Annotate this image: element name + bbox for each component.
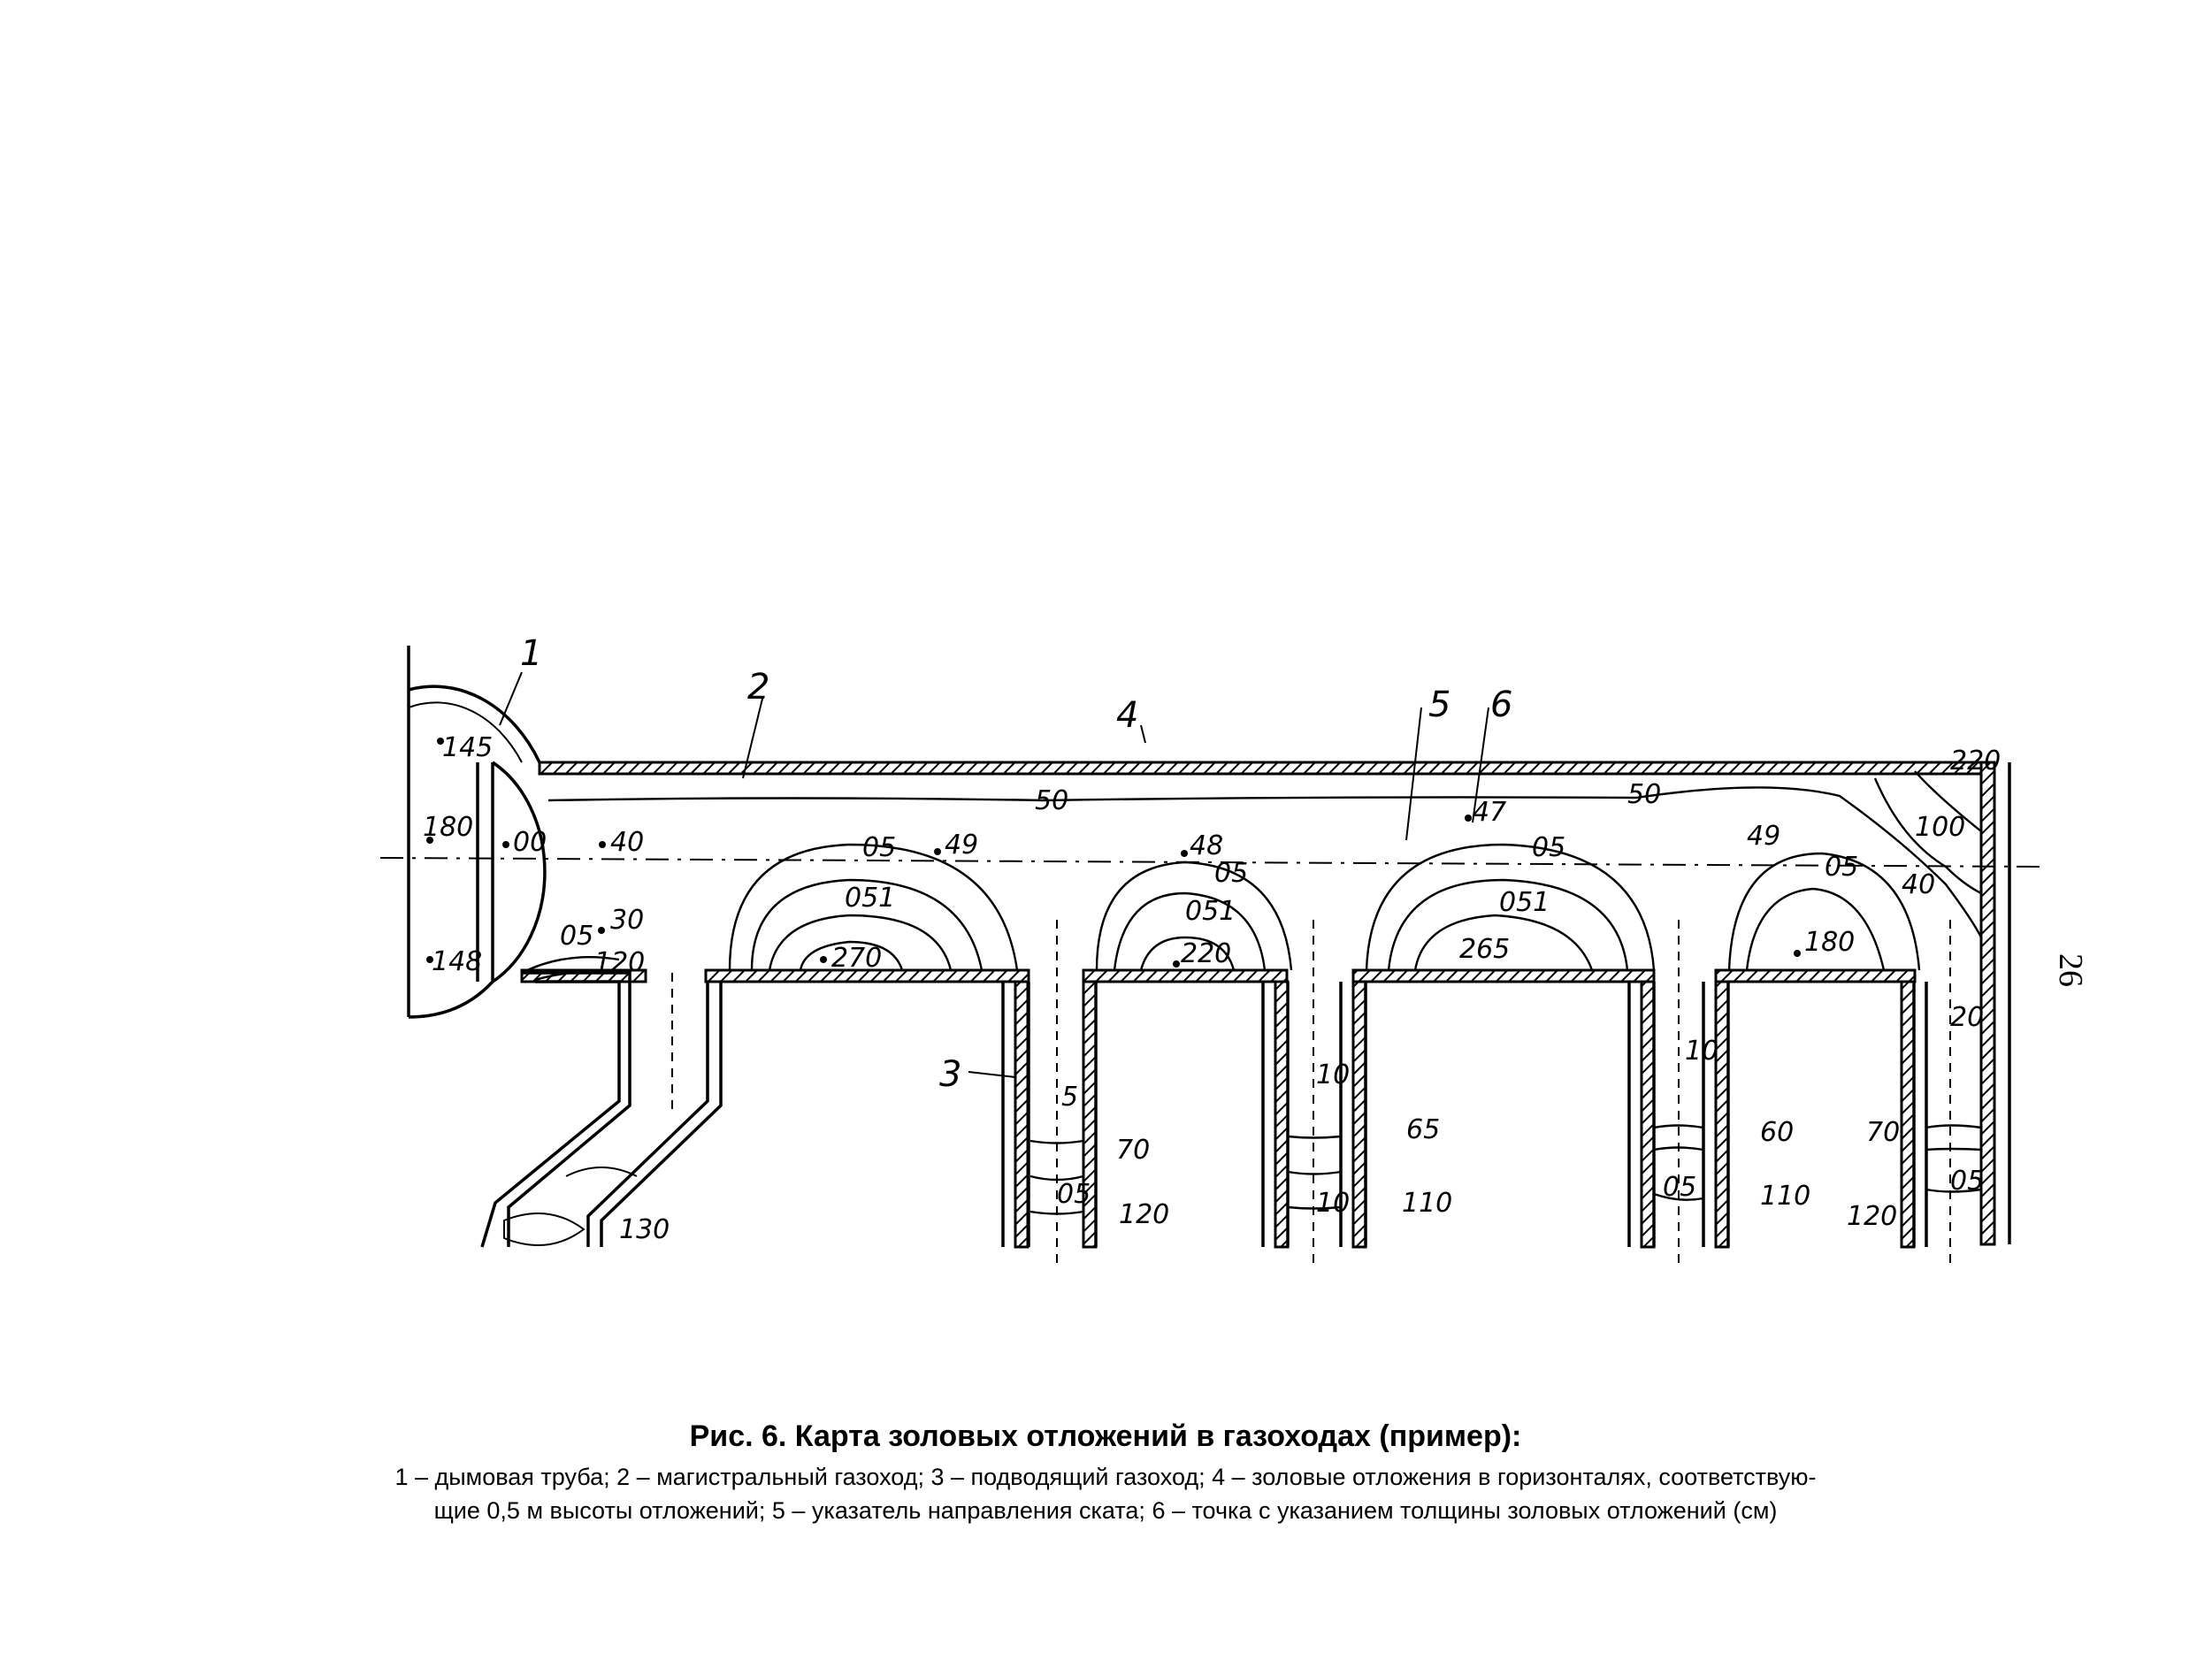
ash-contours [521, 770, 1983, 1215]
label-inlet-120: 120 [594, 947, 645, 978]
callout-leaders [499, 671, 1489, 1078]
label-b2-05: 05 [1214, 858, 1248, 889]
callout-2: 2 [747, 667, 769, 708]
label-b4-180: 180 [1804, 927, 1855, 958]
label-d1-5: 5 [1061, 1082, 1078, 1113]
label-d2-110: 110 [1402, 1188, 1452, 1219]
label-b3-05: 05 [1532, 832, 1565, 863]
label-inlet-30: 30 [610, 905, 644, 936]
label-b1-05: 05 [862, 832, 896, 863]
label-d3-10: 10 [1685, 1036, 1718, 1067]
callout-1: 1 [520, 633, 542, 674]
label-corner-220: 220 [1950, 746, 2001, 776]
label-d2-10b: 10 [1316, 1188, 1350, 1219]
label-b2-051: 051 [1185, 896, 1236, 927]
label-b1-49: 49 [945, 830, 978, 861]
label-b3-051: 051 [1499, 887, 1550, 918]
label-d2-10: 10 [1316, 1059, 1350, 1090]
callout-5: 5 [1428, 685, 1450, 725]
label-inlet-05: 05 [560, 921, 593, 952]
label-d1-05: 05 [1057, 1179, 1091, 1210]
label-b3-47: 47 [1473, 797, 1506, 828]
label-chimney-00: 00 [513, 827, 547, 858]
label-chimney-145: 145 [442, 732, 493, 763]
callout-6: 6 [1490, 685, 1512, 725]
label-inlet-130: 130 [619, 1214, 670, 1245]
label-d1-120: 120 [1119, 1199, 1169, 1230]
chimney [407, 646, 547, 1019]
label-b2-48: 48 [1190, 830, 1223, 861]
label-d3-60: 60 [1760, 1117, 1794, 1148]
label-d3-05: 05 [1663, 1172, 1696, 1203]
label-d3-110: 110 [1760, 1181, 1810, 1212]
page-number: 26 [2052, 953, 2089, 987]
figure-title: Рис. 6. Карта золовых отложений в газохо… [689, 1419, 1522, 1453]
figure-legend-line2: щие 0,5 м высоты отложений; 5 – указател… [433, 1497, 1778, 1524]
label-b4-05: 05 [1825, 852, 1858, 883]
label-b1-051: 051 [845, 883, 895, 914]
label-main-50-right: 50 [1627, 779, 1661, 810]
label-chimney-180: 180 [423, 812, 473, 843]
callout-3: 3 [939, 1054, 961, 1095]
callout-4: 4 [1116, 695, 1138, 736]
label-b2-220: 220 [1181, 938, 1231, 969]
label-b3-265: 265 [1459, 934, 1510, 965]
inlet-duct [480, 971, 723, 1248]
label-b1-270: 270 [831, 943, 882, 974]
label-chimney-148: 148 [432, 946, 482, 977]
label-main-50-left: 50 [1035, 785, 1068, 816]
label-d4-70: 70 [1866, 1117, 1900, 1148]
label-d2-65: 65 [1406, 1114, 1440, 1145]
label-corner-40: 40 [1902, 869, 1935, 900]
label-right-20: 20 [1950, 1002, 1984, 1033]
label-d4-05: 05 [1950, 1166, 1984, 1197]
label-d1-70: 70 [1116, 1135, 1150, 1166]
label-corner-100: 100 [1915, 812, 1965, 843]
label-main-40: 40 [610, 827, 644, 858]
label-b4-49: 49 [1747, 821, 1780, 852]
label-d4-120: 120 [1847, 1201, 1897, 1232]
main-duct [379, 761, 2044, 1246]
measurement-points [426, 738, 1801, 968]
figure-legend-line1: 1 – дымовая труба; 2 – магистральный газ… [394, 1464, 1817, 1490]
branch-walls [520, 920, 1951, 1269]
